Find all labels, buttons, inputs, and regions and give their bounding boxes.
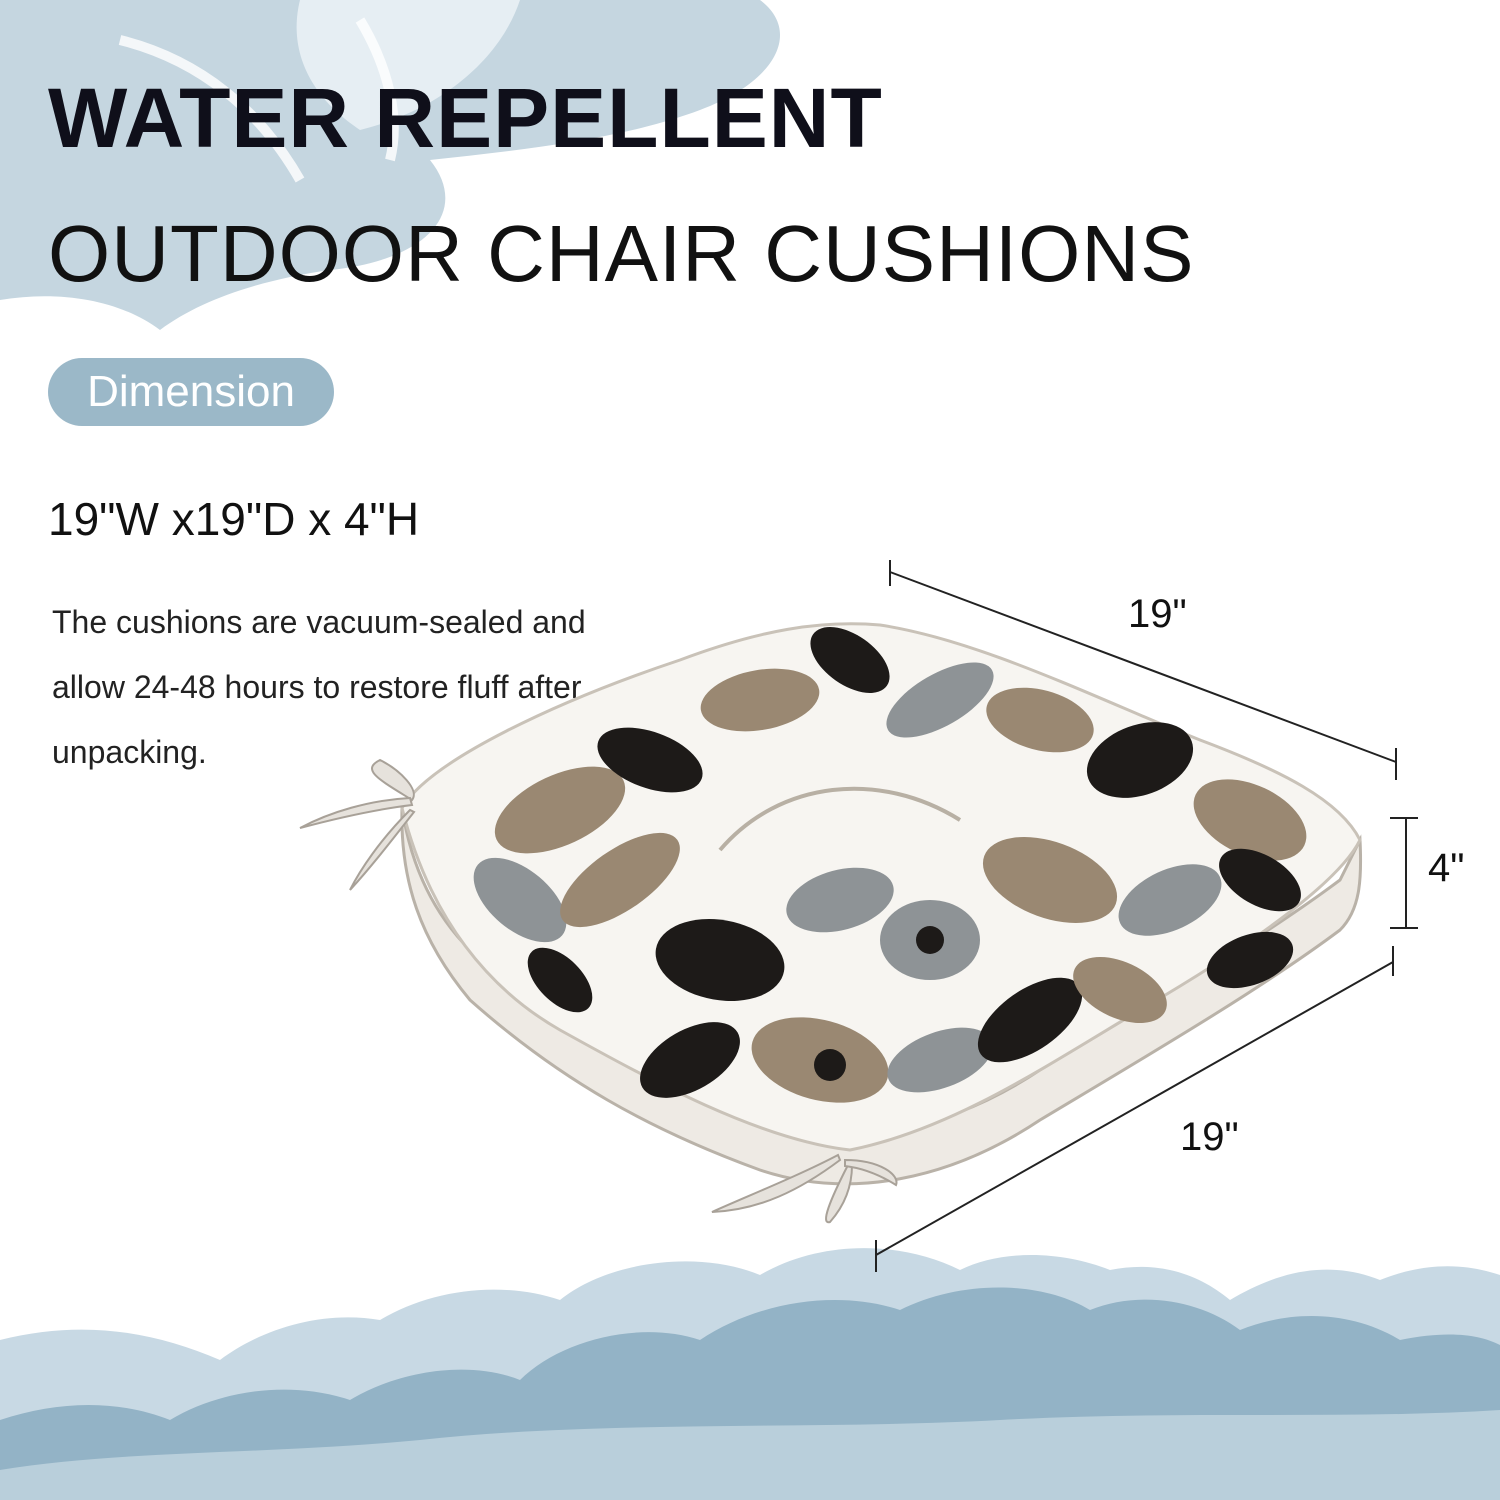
leaf-vein [355,17,399,162]
cushion-tuft-seam [718,786,962,852]
cloud-base [0,1410,1500,1500]
dimension-badge: Dimension [48,358,334,426]
floral-print [473,627,1307,1103]
depth-label: 19" [1180,1115,1239,1159]
leaf-shape-light [296,0,520,130]
width-line [889,571,1397,763]
description-text: The cushions are vacuum-sealed and allow… [52,604,586,770]
headline-secondary: OUTDOOR CHAIR CUSHIONS [48,209,1195,298]
dimension-badge-label: Dimension [87,367,295,416]
leaf-shape [0,0,780,330]
leaf-vein [118,35,305,183]
dimensions-summary: 19"W x19"D x 4"H [48,493,420,545]
cushion-ties [299,758,898,1224]
width-label: 19" [1128,592,1187,636]
depth-line [875,961,1394,1256]
cushion [299,622,1363,1224]
measurement-lines [875,560,1418,1272]
height-label: 4" [1428,846,1465,890]
headline-primary: WATER REPELLENT [48,71,883,165]
